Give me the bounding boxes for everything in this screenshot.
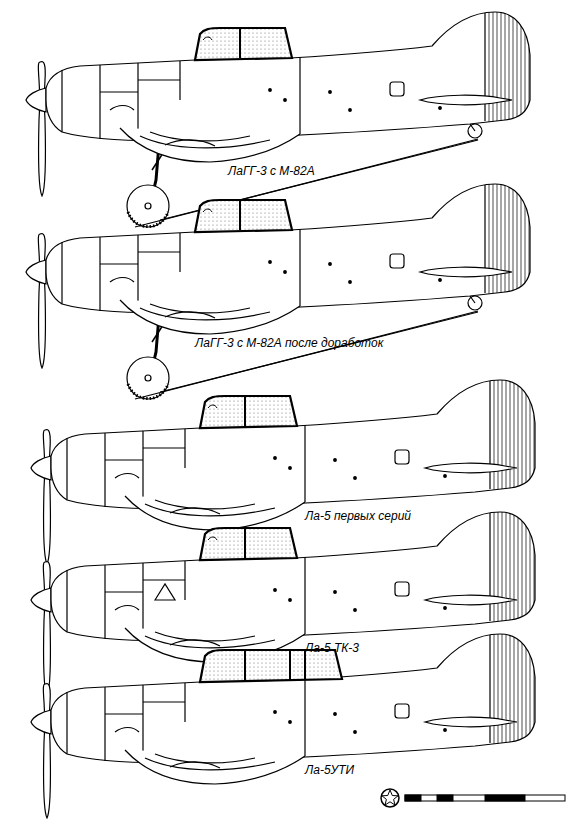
aircraft-caption: Ла-5 первых серий xyxy=(305,509,411,523)
aircraft-caption: Ла-5УТИ xyxy=(305,763,354,777)
aircraft-caption: Ла-5 ТК-3 xyxy=(305,641,359,655)
scale-bar xyxy=(405,795,565,801)
aircraft-1 xyxy=(26,0,530,227)
aircraft-caption: ЛаГГ-3 с М-82А после доработок xyxy=(195,336,383,350)
aircraft-5 xyxy=(31,622,535,818)
aircraft-caption: ЛаГГ-3 с М-82А xyxy=(228,164,315,178)
aircraft-2 xyxy=(26,172,530,399)
star-emblem xyxy=(381,789,399,807)
